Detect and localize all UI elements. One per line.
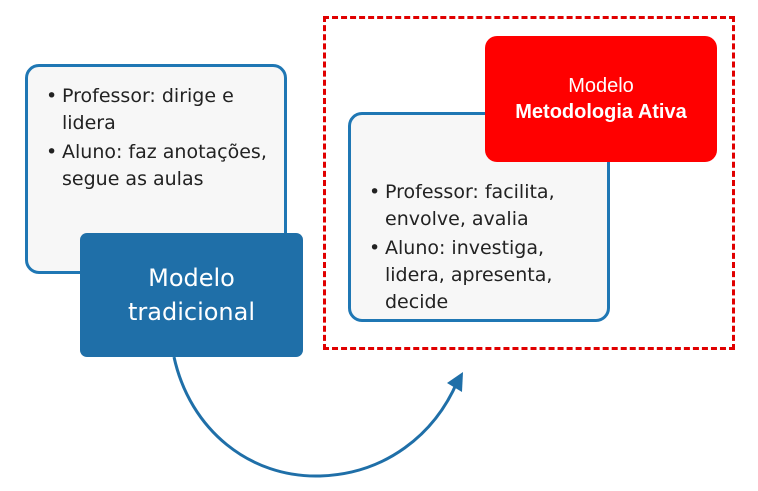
active-bullet-aluno: Aluno: investiga, lidera, apresenta, dec… [369,235,599,316]
active-title-line2: Metodologia Ativa [515,101,687,123]
traditional-title-line1: Modelo [148,264,235,292]
transition-arrow-curve [172,356,460,478]
traditional-model-label-box: Modelo tradicional [80,233,303,357]
active-model-card: Professor: facilita, envolve, avalia Alu… [348,112,610,322]
traditional-bullet-aluno: Aluno: faz anotações, segue as aulas [46,139,276,193]
active-model-highlight-frame [323,16,735,350]
active-bullet-professor: Professor: facilita, envolve, avalia [369,179,599,233]
active-title-line1: Modelo [568,75,634,97]
traditional-bullet-list: Professor: dirige e lidera Aluno: faz an… [46,83,276,195]
arrow-head-icon [447,372,463,392]
active-model-label-box: Modelo Metodologia Ativa [485,36,717,162]
traditional-bullet-professor: Professor: dirige e lidera [46,83,276,137]
active-bullet-list: Professor: facilita, envolve, avalia Alu… [369,179,599,318]
traditional-title-line2: tradicional [127,298,256,326]
